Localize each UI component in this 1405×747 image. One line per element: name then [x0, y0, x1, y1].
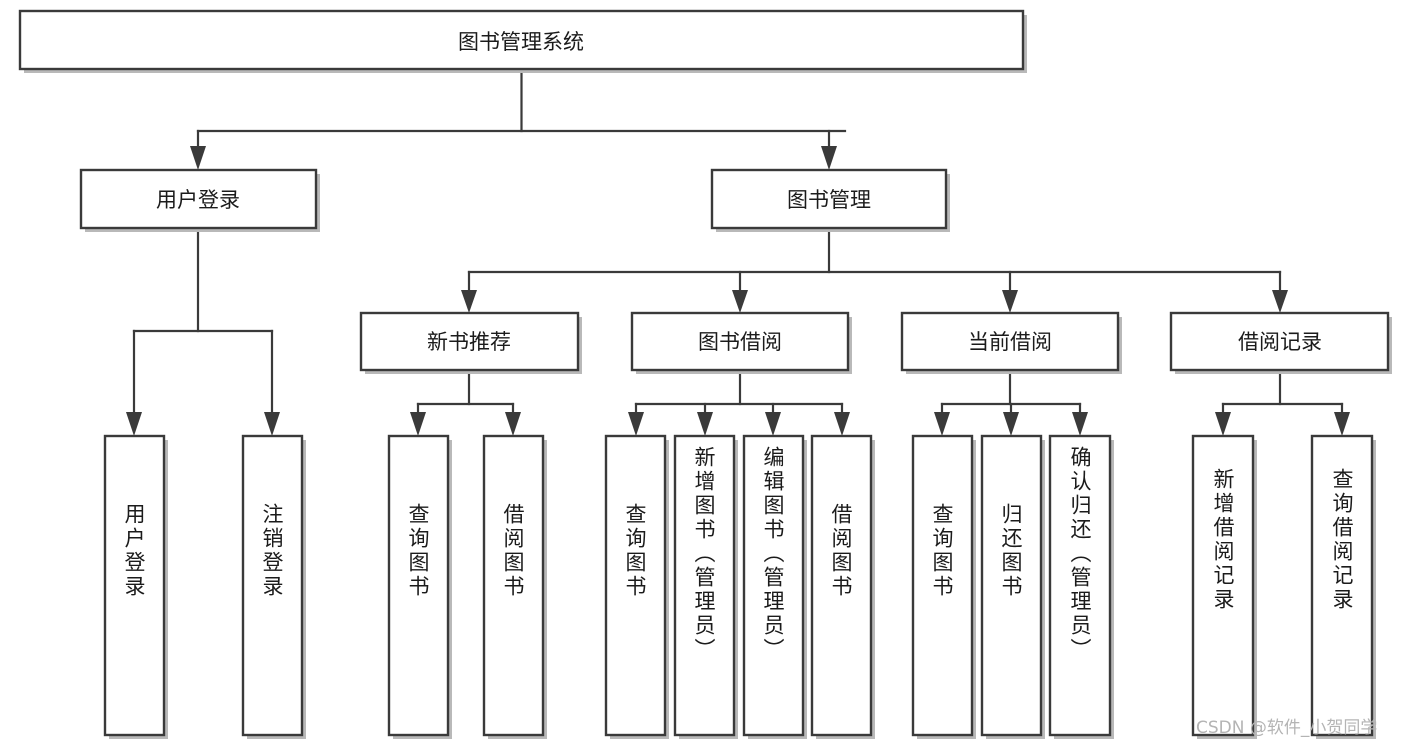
node-leaf-add-book-box	[673, 434, 736, 737]
node-new-book-recommend-box	[359, 311, 580, 372]
arrow-head-new-book-recommend	[461, 290, 477, 313]
node-leaf-query-book-2[interactable]: 查询图书	[604, 434, 669, 739]
node-leaf-user-logout-label: 注销登录	[260, 503, 284, 599]
node-user-login[interactable]: 用户登录	[79, 168, 320, 232]
arrow-head-leaf-query-book-2	[628, 412, 644, 436]
node-leaf-confirm-return-box	[1048, 434, 1112, 737]
node-current-borrow[interactable]: 当前借阅	[900, 311, 1122, 374]
node-leaf-query-book-3-box	[911, 434, 974, 737]
node-root-box	[18, 9, 1025, 71]
node-leaf-user-login[interactable]: 用户登录	[103, 434, 168, 739]
arrow-head-leaf-borrow-book-1	[505, 412, 521, 436]
arrow-head-leaf-user-login	[126, 412, 142, 436]
arrow-head-current-borrow	[1002, 290, 1018, 313]
node-current-borrow-box	[900, 311, 1120, 372]
node-leaf-query-book-1-box	[387, 434, 450, 737]
node-book-borrow-label: 图书借阅	[698, 330, 782, 354]
edge-group-root-to-level1	[190, 67, 847, 170]
arrow-head-leaf-user-logout	[264, 412, 280, 436]
node-leaf-user-login-label: 用户登录	[122, 503, 146, 599]
node-leaf-user-logout-box	[241, 434, 304, 737]
node-borrow-record-box	[1169, 311, 1390, 372]
node-leaf-borrow-book-1[interactable]: 借阅图书	[482, 434, 547, 739]
arrow-head-leaf-query-record	[1334, 412, 1350, 436]
arrow-head-book-manage	[821, 146, 837, 170]
node-book-manage[interactable]: 图书管理	[710, 168, 950, 232]
node-leaf-add-record-label: 新增借阅记录	[1211, 468, 1235, 612]
node-leaf-user-login-box	[103, 434, 166, 737]
node-leaf-confirm-return[interactable]: 确认归还（管理员）	[1048, 434, 1114, 739]
node-leaf-borrow-book-2[interactable]: 借阅图书	[810, 434, 875, 739]
node-leaf-return-book[interactable]: 归还图书	[980, 434, 1045, 739]
node-leaf-return-book-label: 归还图书	[999, 503, 1023, 599]
node-current-borrow-label: 当前借阅	[968, 330, 1052, 354]
node-leaf-borrow-book-2-label: 借阅图书	[829, 503, 853, 599]
node-leaf-query-record[interactable]: 查询借阅记录	[1310, 434, 1376, 739]
node-book-manage-label: 图书管理	[787, 188, 871, 212]
node-leaf-confirm-return-label: 确认归还（管理员）	[1068, 446, 1092, 662]
edge-group-new-book-recommend-to-leaves	[410, 372, 521, 436]
node-leaf-borrow-book-2-box	[810, 434, 873, 737]
node-leaf-add-book-label: 新增图书（管理员）	[692, 446, 716, 662]
node-leaf-edit-book-box	[742, 434, 805, 737]
edge-group-borrow-record-to-leaves	[1215, 372, 1350, 436]
edge-group-current-borrow-to-leaves	[934, 372, 1088, 436]
node-book-borrow-box	[630, 311, 850, 372]
node-leaf-query-record-label: 查询借阅记录	[1330, 468, 1354, 612]
edge-group-book-manage-to-level2	[461, 230, 1288, 313]
node-leaf-query-book-2-label: 查询图书	[623, 503, 647, 599]
node-leaf-borrow-book-1-box	[482, 434, 545, 737]
arrow-head-leaf-query-book-1	[410, 412, 426, 436]
node-borrow-record-label: 借阅记录	[1238, 330, 1322, 354]
node-leaf-query-book-3-label: 查询图书	[930, 503, 954, 599]
node-new-book-recommend[interactable]: 新书推荐	[359, 311, 582, 374]
node-leaf-return-book-box	[980, 434, 1043, 737]
node-leaf-query-record-box	[1310, 434, 1374, 737]
arrow-head-user-login	[190, 146, 206, 170]
node-leaf-edit-book[interactable]: 编辑图书（管理员）	[742, 434, 807, 739]
node-leaf-query-book-1[interactable]: 查询图书	[387, 434, 452, 739]
node-leaf-query-book-3[interactable]: 查询图书	[911, 434, 976, 739]
arrow-head-leaf-add-book	[697, 412, 713, 436]
node-leaf-user-logout[interactable]: 注销登录	[241, 434, 306, 739]
node-leaf-borrow-book-1-label: 借阅图书	[501, 503, 525, 599]
node-root[interactable]: 图书管理系统	[18, 9, 1027, 73]
node-book-borrow[interactable]: 图书借阅	[630, 311, 852, 374]
node-leaf-add-book[interactable]: 新增图书（管理员）	[673, 434, 738, 739]
node-leaf-query-book-1-label: 查询图书	[406, 503, 430, 599]
node-new-book-recommend-label: 新书推荐	[427, 330, 511, 354]
arrow-head-borrow-record	[1272, 290, 1288, 313]
watermark-label: CSDN @软件_小贺同学	[1196, 718, 1377, 738]
arrow-head-leaf-return-book	[1003, 412, 1019, 436]
arrow-head-leaf-confirm-return	[1072, 412, 1088, 436]
node-leaf-add-record[interactable]: 新增借阅记录	[1191, 434, 1257, 739]
node-leaf-edit-book-label: 编辑图书（管理员）	[761, 446, 785, 662]
node-borrow-record[interactable]: 借阅记录	[1169, 311, 1392, 374]
node-user-login-label: 用户登录	[156, 188, 240, 212]
node-book-manage-box	[710, 168, 948, 230]
node-user-login-box	[79, 168, 318, 230]
node-root-label: 图书管理系统	[458, 30, 584, 54]
arrow-head-leaf-query-book-3	[934, 412, 950, 436]
edge-group-book-borrow-to-leaves	[628, 372, 850, 436]
arrow-head-book-borrow	[732, 290, 748, 313]
arrow-head-leaf-edit-book	[765, 412, 781, 436]
arrow-head-leaf-add-record	[1215, 412, 1231, 436]
arrow-head-leaf-borrow-book-2	[834, 412, 850, 436]
node-leaf-add-record-box	[1191, 434, 1255, 737]
node-leaf-query-book-2-box	[604, 434, 667, 737]
edge-group-user-login-to-leaves	[126, 230, 280, 436]
